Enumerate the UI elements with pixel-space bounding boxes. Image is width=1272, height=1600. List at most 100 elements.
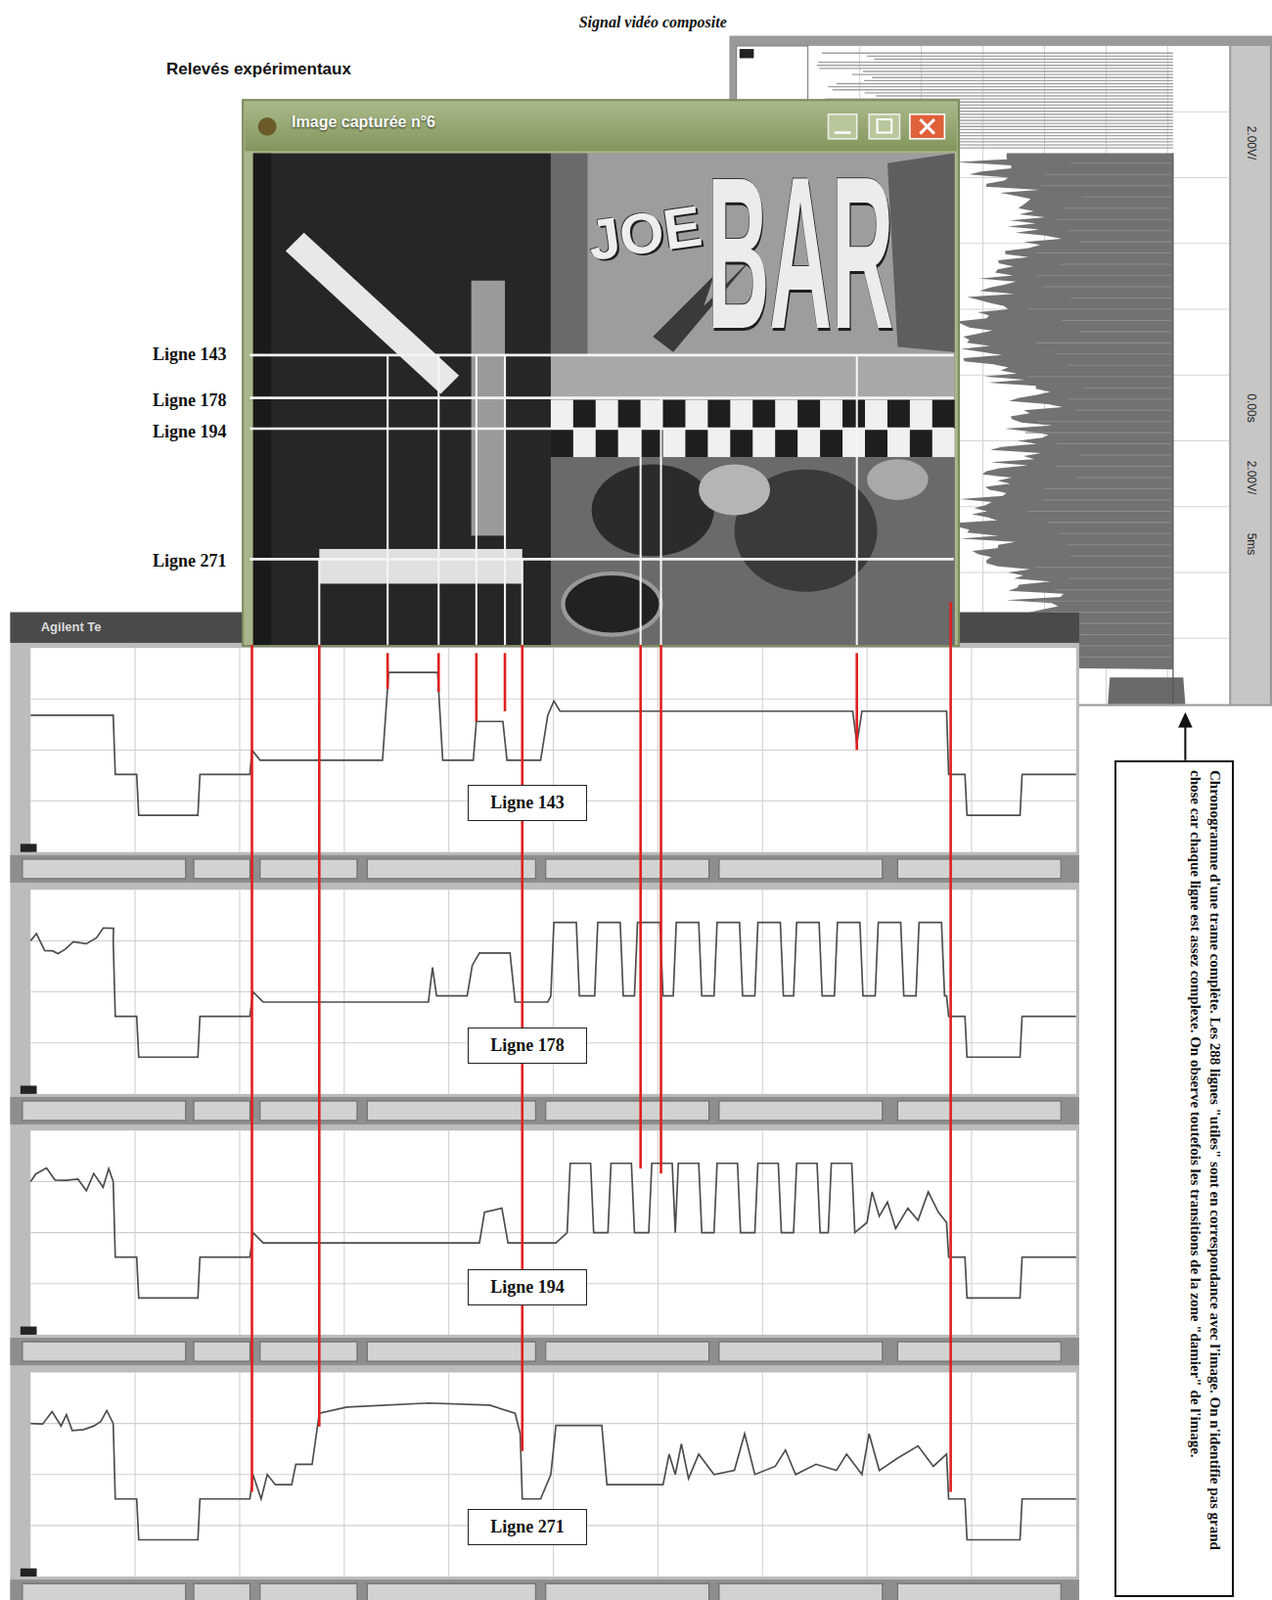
softkey	[260, 1583, 358, 1600]
note-box: Chronogramme d'une trame complète. Les 2…	[1114, 760, 1234, 1597]
scope-side-strip	[1230, 45, 1271, 705]
softkey	[545, 1583, 710, 1600]
scan-line-marker	[249, 557, 954, 561]
video-frame-waveform	[946, 152, 1174, 670]
trace-panel	[9, 1130, 1080, 1365]
softkey	[22, 1583, 186, 1600]
drop-line	[318, 558, 320, 645]
trace-label-box: Ligne 178	[467, 1027, 588, 1064]
softkey	[897, 1341, 1061, 1362]
trace-label: Ligne 194	[490, 1276, 565, 1298]
softkey	[193, 859, 250, 879]
softkey	[719, 1583, 883, 1600]
softkey	[260, 859, 358, 879]
checker-square	[685, 400, 709, 429]
waveform-streak	[1037, 274, 1171, 276]
scope-marker	[739, 48, 755, 58]
checker-square	[774, 428, 798, 457]
checker-square	[640, 400, 664, 429]
trace-screen	[30, 1371, 1077, 1577]
blanking-lines	[863, 70, 1174, 72]
softkey	[719, 1100, 883, 1121]
scan-line-marker	[249, 427, 954, 431]
checker-square	[729, 400, 753, 429]
checker-square	[640, 428, 664, 457]
channel-marker	[20, 1085, 38, 1093]
red-transition-line	[386, 652, 390, 688]
waveform-streak	[1057, 533, 1171, 535]
checker-square	[573, 400, 596, 429]
softkey	[22, 1100, 186, 1121]
drop-line	[475, 355, 478, 645]
section-heading: Relevés expérimentaux	[166, 60, 352, 80]
instrument-brand: Agilent Te	[41, 620, 102, 635]
trace-label: Ligne 178	[490, 1035, 565, 1056]
grid-line	[30, 1181, 1077, 1182]
waveform-streak	[1079, 645, 1172, 647]
video-line-trace	[30, 1163, 1077, 1299]
blanking-lines	[876, 94, 1174, 96]
scale-readout: 5ms	[1244, 532, 1258, 555]
checker-square	[774, 400, 798, 429]
checker-square	[595, 400, 619, 429]
drop-line	[521, 558, 524, 645]
softkey	[193, 1100, 250, 1121]
blanking-lines	[864, 91, 1174, 93]
checker-square	[819, 428, 843, 457]
trace-panel	[9, 889, 1080, 1125]
softkey	[545, 1341, 710, 1362]
scope-frame	[9, 612, 1080, 1600]
blanking-lines	[836, 83, 1174, 85]
diagonal-bar	[285, 232, 459, 395]
waveform-streak	[1082, 196, 1172, 198]
waveform-streak	[1084, 387, 1171, 389]
red-transition-line	[475, 652, 479, 722]
horizontal-bar	[318, 548, 522, 584]
scan-line-marker	[249, 396, 954, 400]
trace-panel	[9, 647, 1080, 883]
checker-square	[729, 428, 753, 457]
close-glyph	[919, 119, 935, 135]
checker-square	[842, 428, 865, 457]
maximize-glyph	[877, 119, 893, 134]
waveform-streak	[1062, 319, 1172, 321]
waveform-streak	[1037, 420, 1172, 422]
poster-bottom	[550, 456, 955, 645]
waveform-streak	[1067, 229, 1172, 231]
blanking-lines	[852, 73, 1174, 75]
waveform-streak	[1059, 264, 1172, 266]
checker-square	[550, 400, 574, 429]
blanking-lines	[866, 55, 1174, 57]
checker-square	[864, 400, 888, 429]
waveform-streak	[1080, 330, 1172, 332]
waveform-streak	[1035, 566, 1172, 568]
poster-logo: BAR	[707, 135, 895, 372]
waveform-streak	[1070, 297, 1172, 299]
checker-square	[909, 400, 933, 429]
checker-square	[595, 428, 619, 457]
drop-line	[437, 355, 440, 645]
scale-readout: 0.00s	[1244, 393, 1258, 422]
rider-highlight	[698, 463, 771, 515]
checker-square	[550, 428, 574, 457]
checker-square	[618, 428, 641, 457]
grid-line	[30, 991, 1077, 993]
checker-square	[663, 428, 686, 457]
waveform-streak	[1027, 510, 1171, 512]
grid-line	[30, 1422, 1077, 1424]
softkey	[366, 1583, 536, 1600]
checker-square	[685, 428, 709, 457]
checker-square	[707, 400, 730, 429]
scale-readout: 2.00V/	[1244, 126, 1258, 161]
pointer-head	[1178, 712, 1193, 728]
waveform-streak	[1053, 589, 1172, 591]
close-button	[909, 114, 945, 139]
waveform-streak	[1080, 454, 1172, 456]
drop-line	[856, 355, 859, 645]
blanking-lines	[832, 89, 1174, 91]
poster-corner	[887, 152, 955, 352]
checker-square	[887, 428, 910, 457]
trace-panel	[9, 1371, 1080, 1600]
softkey	[897, 1100, 1061, 1121]
softkey	[22, 859, 186, 879]
